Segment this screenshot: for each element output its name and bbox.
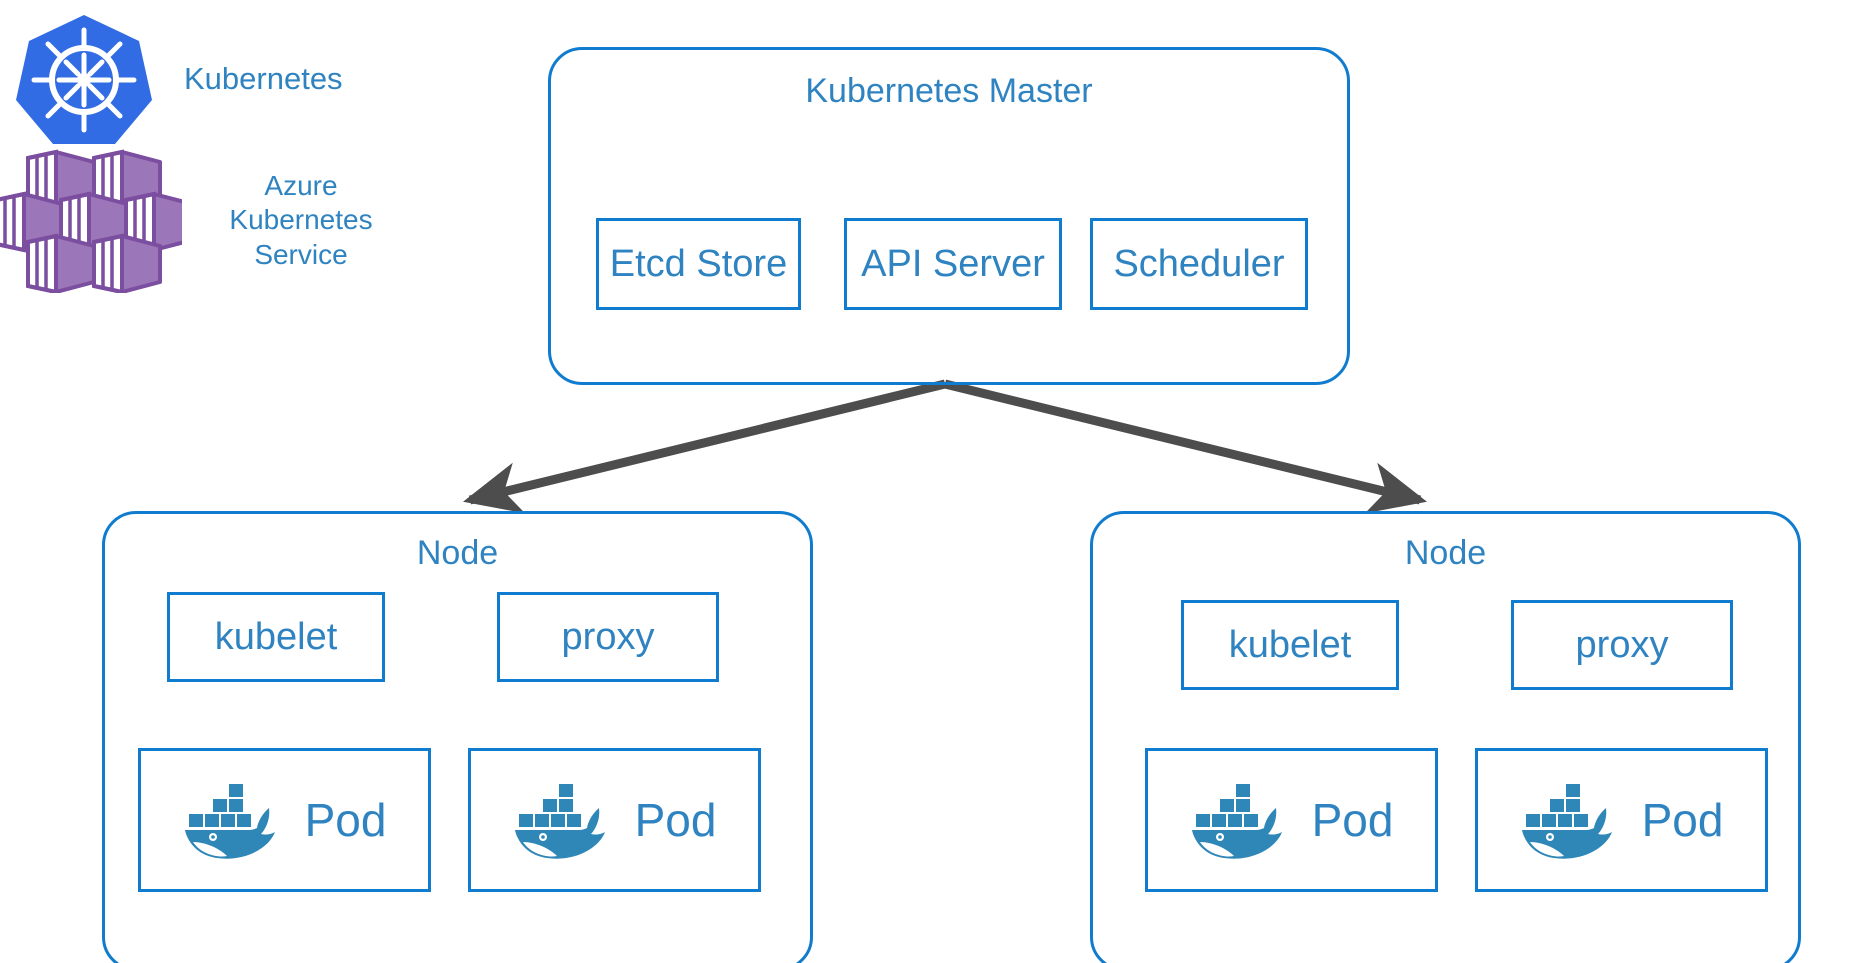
pod-box[interactable]: Pod	[1475, 748, 1768, 892]
pod-box[interactable]: Pod	[468, 748, 761, 892]
kubernetes-master-box: Kubernetes Master Etcd Store API Server …	[548, 47, 1350, 385]
node-title: Node	[416, 534, 499, 572]
master-component-label: API Server	[861, 242, 1045, 285]
master-component-scheduler[interactable]: Scheduler	[1090, 218, 1308, 310]
pod-label: Pod	[634, 794, 717, 846]
master-component-api-server[interactable]: API Server	[844, 218, 1062, 310]
master-component-label: Etcd Store	[609, 242, 788, 285]
kubernetes-logo-icon	[14, 12, 154, 147]
docker-whale-icon	[1520, 778, 1624, 862]
azure-kubernetes-service-logo-icon	[0, 148, 182, 293]
pod-label: Pod	[1311, 794, 1394, 846]
node-agent-label: proxy	[561, 615, 655, 658]
kubernetes-master-title: Kubernetes Master	[805, 72, 1093, 110]
node-agent-label: kubelet	[214, 615, 338, 658]
node-agent-kubelet[interactable]: kubelet	[1181, 600, 1399, 690]
legend-label-kubernetes: Kubernetes	[184, 61, 343, 97]
legend-item-kubernetes: Kubernetes	[14, 12, 343, 147]
node-agent-proxy[interactable]: proxy	[497, 592, 719, 682]
node-box-right: Node kubelet proxy	[1090, 511, 1801, 963]
master-component-etcd-store[interactable]: Etcd Store	[596, 218, 801, 310]
connector-master-to-node-left	[463, 379, 947, 514]
pod-box[interactable]: Pod	[1145, 748, 1438, 892]
docker-whale-icon	[183, 778, 287, 862]
pod-label: Pod	[304, 794, 387, 846]
master-component-label: Scheduler	[1113, 242, 1285, 285]
docker-whale-icon	[513, 778, 617, 862]
connector-master-to-node-right	[943, 379, 1427, 514]
node-agent-label: proxy	[1575, 623, 1669, 666]
node-agent-kubelet[interactable]: kubelet	[167, 592, 385, 682]
node-box-left: Node kubelet proxy	[102, 511, 813, 963]
pod-box[interactable]: Pod	[138, 748, 431, 892]
node-agent-label: kubelet	[1228, 623, 1352, 666]
docker-whale-icon	[1190, 778, 1294, 862]
legend-label-aks: Azure Kubernetes Service	[229, 169, 373, 270]
legend-item-aks: Azure Kubernetes Service	[0, 148, 396, 293]
pod-label: Pod	[1641, 794, 1724, 846]
node-title: Node	[1404, 534, 1487, 572]
node-agent-proxy[interactable]: proxy	[1511, 600, 1733, 690]
